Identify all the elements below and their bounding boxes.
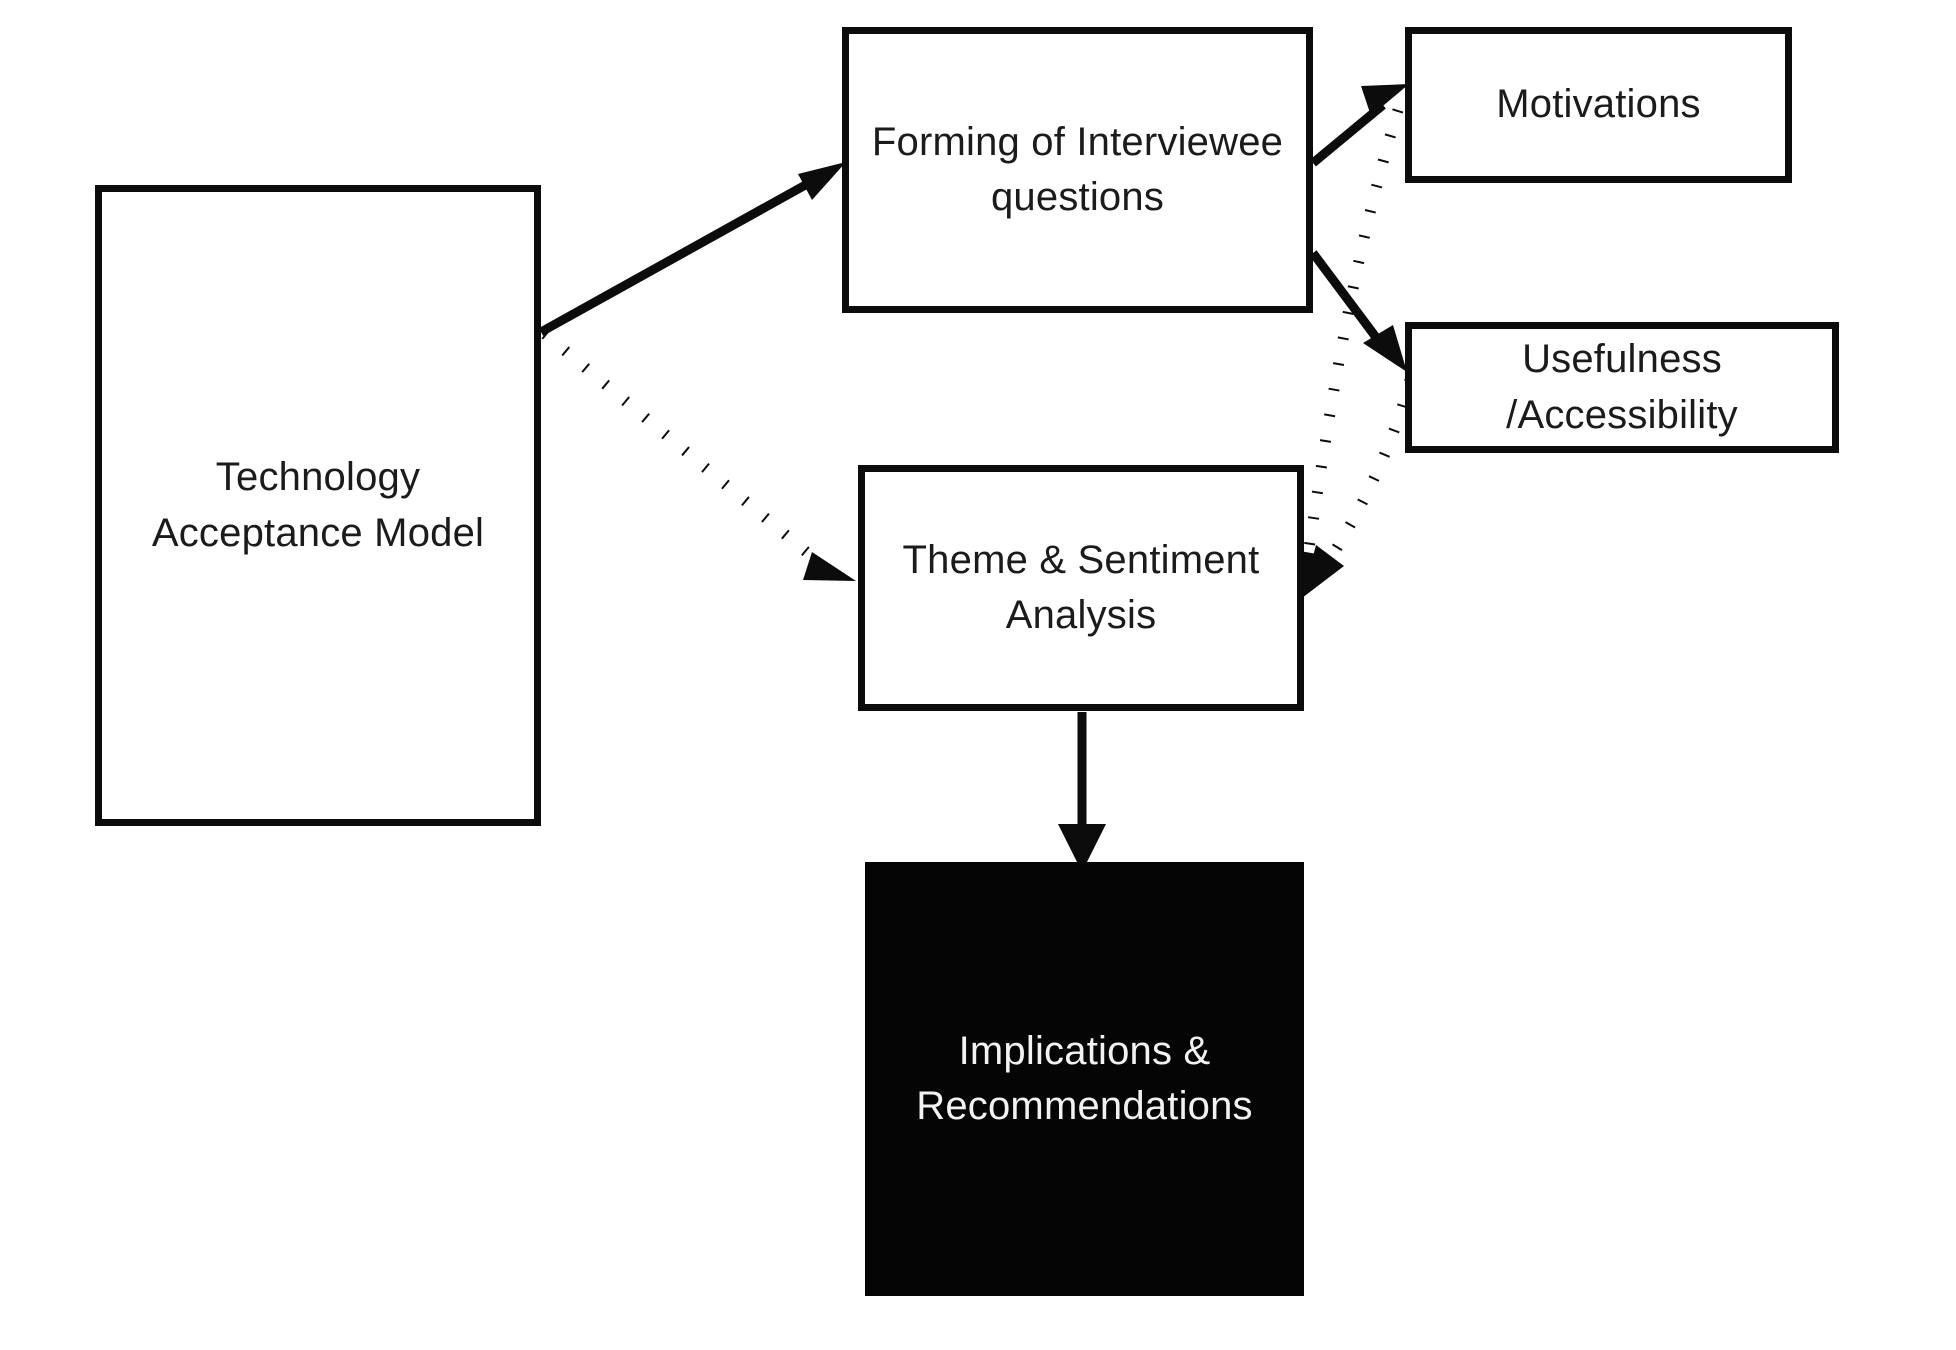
node-forming-of-interviewee-questions[interactable]: Forming of Interviewee questions <box>842 27 1313 313</box>
arrowhead-forming-to-usefulness <box>1363 325 1407 372</box>
node-implications-and-recommendations-label: Implications & Recommendations <box>916 1028 1253 1128</box>
node-technology-acceptance-model[interactable]: Technology Acceptance Model <box>95 185 541 826</box>
edge-usefulness-to-theme <box>1302 378 1416 598</box>
node-motivations-label: Motivations <box>1496 82 1701 127</box>
arrowhead-usefulness-to-theme <box>1302 545 1344 598</box>
edge-forming-to-usefulness <box>1309 250 1407 372</box>
edge-tam-to-theme <box>541 329 856 581</box>
edge-forming-to-motivations <box>1310 84 1409 167</box>
node-motivations[interactable]: Motivations <box>1405 27 1792 183</box>
node-theme-and-sentiment-analysis-label: Theme & Sentiment Analysis <box>902 537 1260 637</box>
edge-tam-to-forming <box>538 162 846 336</box>
node-usefulness-accessibility[interactable]: Usefulness /Accessibility <box>1405 322 1839 453</box>
arrowhead-theme-to-implications <box>1058 824 1106 872</box>
edge-theme-to-implications <box>1058 712 1106 872</box>
node-theme-and-sentiment-analysis[interactable]: Theme & Sentiment Analysis <box>858 465 1304 711</box>
arrowhead-tam-to-forming <box>798 162 846 200</box>
arrowhead-tam-to-theme <box>803 552 856 581</box>
node-implications-and-recommendations[interactable]: Implications & Recommendations <box>865 862 1304 1296</box>
node-forming-of-interviewee-questions-label: Forming of Interviewee questions <box>871 119 1284 219</box>
node-technology-acceptance-model-label: Technology Acceptance Model <box>151 455 485 555</box>
node-usefulness-accessibility-label: Usefulness /Accessibility <box>1506 337 1738 437</box>
arrowhead-forming-to-motivations <box>1361 84 1409 116</box>
